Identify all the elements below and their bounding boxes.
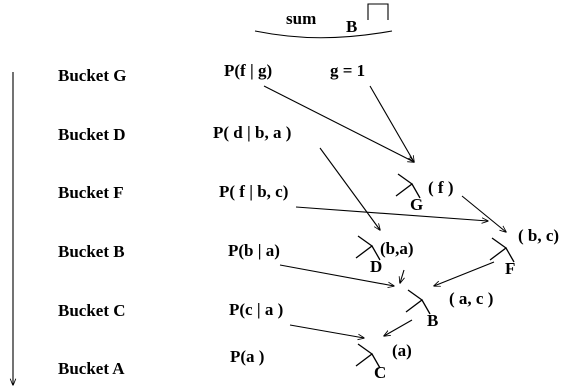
product-symbol xyxy=(367,3,389,20)
sum-brace xyxy=(254,30,393,39)
lambda-f-subscript: F xyxy=(505,259,516,278)
bucket-label-a: Bucket A xyxy=(58,359,125,378)
lambda-g-subscript: G xyxy=(410,195,424,214)
lambda-d-args: (b,a) xyxy=(380,239,414,258)
arrow-pca-to-lambda-c xyxy=(289,324,364,338)
arrow-pfbc-to-lambda-f xyxy=(295,206,488,221)
lambda-c-symbol xyxy=(355,343,381,369)
arrow-pba-to-lambda-b xyxy=(279,264,394,286)
evidence-g-equals-1: g = 1 xyxy=(330,61,366,80)
arrow-pdba-to-lambda-d xyxy=(319,147,380,230)
arrow-lambda-d-to-lambda-b xyxy=(400,269,404,283)
arrow-g1-to-lambda-g xyxy=(369,85,414,162)
lambda-c-subscript: C xyxy=(374,363,387,382)
lambda-c-args: (a) xyxy=(392,341,412,360)
sum-subscript: B xyxy=(346,17,358,36)
bucket-label-d: Bucket D xyxy=(58,125,126,144)
lambda-f-args: ( b, c) xyxy=(518,226,560,245)
bucket-label-c: Bucket C xyxy=(58,301,126,320)
arrow-lambda-b-to-lambda-c xyxy=(384,319,413,336)
function-p-b-a: P(b | a) xyxy=(228,241,280,260)
sum-label: sum xyxy=(286,9,317,28)
lambda-g-args: ( f ) xyxy=(428,178,454,197)
function-p-a: P(a ) xyxy=(230,347,265,366)
function-p-f-b-c: P( f | b, c) xyxy=(219,182,289,201)
lambda-b-subscript: B xyxy=(427,311,439,330)
lambda-b-symbol xyxy=(405,289,431,315)
lambda-d-subscript: D xyxy=(370,257,383,276)
arrow-pfg-to-lambda-g xyxy=(263,85,414,162)
lambda-g-symbol xyxy=(395,173,421,199)
lambda-b-args: ( a, c ) xyxy=(449,289,494,308)
lambda-f-symbol xyxy=(489,237,515,263)
function-p-d-b-a: P( d | b, a ) xyxy=(213,123,292,142)
arrow-lambda-f-to-lambda-b xyxy=(434,261,495,286)
function-p-f-g: P(f | g) xyxy=(224,61,273,80)
bucket-label-f: Bucket F xyxy=(58,183,124,202)
lambda-d-symbol xyxy=(355,235,381,261)
bucket-label-b: Bucket B xyxy=(58,242,125,261)
arrow-lambda-g-to-lambda-f xyxy=(461,195,506,232)
bucket-label-g: Bucket G xyxy=(58,66,127,85)
function-p-c-a: P(c | a ) xyxy=(229,300,284,319)
